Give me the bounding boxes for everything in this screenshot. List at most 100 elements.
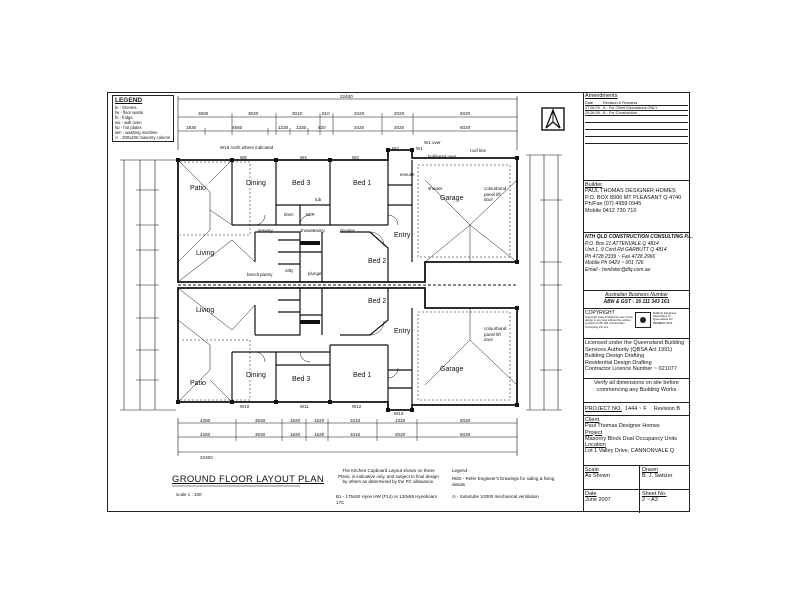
legend-item: ⊙ - 200x200 masonry column: [115, 135, 171, 140]
dimension: 4250: [200, 418, 211, 423]
amend-remark: B - For Construction: [603, 111, 637, 115]
consultant-line: NTH QLD CONSTRUCTION CONSULTING P.L.: [585, 234, 693, 240]
window-tag: W10: [240, 404, 250, 409]
verify-line: Verify all dimensions on site before: [594, 380, 679, 386]
garage-door-note: colourbond panel lift door: [484, 186, 507, 202]
dimension: 810: [322, 111, 330, 116]
room-label-pantry: pantry: [260, 272, 273, 277]
dimension: 3410: [350, 432, 361, 437]
amend-col-date: Date: [585, 101, 594, 105]
builder-line: Mobile 0412 730 710: [585, 207, 637, 214]
dimension: 1520: [314, 432, 325, 437]
room-label-wir: WIR: [306, 212, 315, 217]
license-line: Services Authority (QBSA Act 1991): [585, 346, 673, 353]
consultant-line: Mobile Ph 0429 ~ 001 726: [585, 260, 644, 266]
room-label-bed3: Bed 3: [292, 180, 311, 187]
room-label-living: Living: [196, 307, 215, 314]
legend-item: fw - floor waste: [115, 110, 144, 115]
room-label-shower: shower: [300, 228, 315, 233]
room-label-patio: Patio: [190, 185, 206, 192]
builder-line: P.O. BOX 8906 MT PLEASANT Q 4740: [585, 194, 682, 201]
dimension: 3010: [292, 111, 303, 116]
dimension: 1520: [314, 418, 325, 423]
title-block: [583, 92, 690, 512]
window-tag: W1: [416, 146, 423, 151]
room-label-bed1: Bed 1: [353, 180, 372, 187]
location: Lot 1 Valley Drive, CANNONVALE Q: [585, 448, 675, 454]
license-block: Licensed under the Queensland Building S…: [583, 338, 690, 378]
room-label-linen: linen: [284, 212, 294, 217]
dimension: 6020: [460, 111, 471, 116]
legend-title: LEGEND: [115, 97, 143, 104]
client-name: Paul Thomas Designer Homes: [585, 423, 660, 429]
legend-item: fri - fridge: [115, 115, 133, 120]
license-line: Building Design Drafting: [585, 353, 645, 359]
legend-item: wm - washing machine: [115, 130, 158, 135]
dimension: 1820: [290, 418, 301, 423]
amend-col-remarks: Revision & Remarks: [603, 101, 638, 105]
plan-note: W16 roofs where indicated: [220, 145, 274, 150]
verify-block: Verify all dimensions on site before com…: [583, 378, 690, 402]
member-text: Building Designers Association of Queens…: [653, 311, 677, 325]
room-label-bed1: Bed 1: [353, 372, 372, 379]
room-label-entry: Entry: [394, 232, 411, 239]
amendments-block: Amendments Date Revision & Remarks 17.06…: [583, 92, 690, 180]
abn-block: Australian Business Number ABN & GST - 1…: [583, 290, 690, 308]
window-tag: W12: [352, 404, 362, 409]
plan-title: GROUND FLOOR LAYOUT PLAN: [172, 474, 325, 485]
amend-date: 17.06.09: [585, 106, 600, 110]
license-line: Contractor Licence Number ~ 021077: [585, 366, 677, 372]
dimension: 3420: [354, 125, 365, 130]
project-no-label: PROJECT NO.: [585, 405, 622, 412]
room-label-servery: servery: [258, 228, 273, 233]
project-name: Masonry Block Dual Occupancy Units: [585, 435, 678, 442]
dimension: 4650: [232, 125, 243, 130]
room-label-garage: Garage: [440, 195, 464, 202]
room-label-ensuite: ensuite: [400, 172, 415, 177]
amend-date: 20.06.09: [585, 111, 600, 115]
builder-line: PAUL THOMAS DESIGNER HOMES: [585, 188, 676, 194]
license-line: Licensed under the Queensland Building: [585, 340, 685, 346]
abn-line: Australian Business Number: [604, 292, 669, 298]
dimension: 1230: [278, 125, 289, 130]
dimension: 3420: [354, 111, 365, 116]
verify-line: commencing any Building Works: [596, 386, 677, 393]
dimension: 4250: [200, 432, 211, 437]
kitchen-note: The Kitchen Cupboard Layout shown on the…: [338, 468, 439, 484]
date-value: June 2007: [585, 497, 611, 503]
revision: Revision B: [653, 405, 681, 412]
room-label-entry: Entry: [394, 328, 411, 335]
drawing-info-block: Scale As Shown Drawn B. J. Switzer Date …: [583, 465, 690, 513]
room-label-vanity: vanity: [313, 228, 325, 233]
dimension: 3630: [255, 418, 266, 423]
legend-box: LEGEND br - brooms fw - floor waste fri …: [112, 95, 174, 142]
builder-block: Builder PAUL THOMAS DESIGNER HOMES P.O. …: [583, 180, 690, 232]
abn-line: ABN & GST - 16 111 343 161: [603, 298, 670, 305]
sheet-heading: Sheet No.: [642, 491, 667, 497]
dimension: 2020: [394, 111, 405, 116]
scale-heading: Scale: [585, 467, 599, 473]
copyright-heading: COPYRIGHT: [585, 310, 615, 316]
dimension: 3600: [198, 111, 209, 116]
client-block: Client Paul Thomas Designer Homes Projec…: [583, 415, 690, 465]
garage-door-note: colourbond panel lift door: [484, 326, 507, 342]
project-no: 1444 ~ F: [624, 405, 647, 412]
room-label-shower-ensuite: shower: [428, 186, 443, 191]
dimension: 6020: [460, 418, 471, 423]
overall-dimension-top: 22400: [340, 94, 353, 99]
consultant-block: NTH QLD CONSTRUCTION CONSULTING P.L. P.O…: [583, 232, 693, 290]
window-tag: W11: [300, 404, 309, 409]
consultant-line: P.O. Box 21 ATTENVALE Q 4814: [585, 240, 659, 247]
dimension: 6020: [460, 432, 471, 437]
room-label-dining: Dining: [246, 180, 266, 187]
dimension: 1820: [290, 432, 301, 437]
room-label-bed2: Bed 2: [368, 258, 387, 265]
sheet-value: 2 ~ A3: [642, 497, 658, 503]
legend-item: br - brooms: [115, 105, 137, 110]
dimension: 3410: [350, 418, 361, 423]
project-heading: Project: [585, 429, 603, 436]
consultant-line: Ph 4728 2339 ~ Fax 4728 2966: [585, 253, 656, 260]
drawing-sheet: [107, 92, 690, 512]
room-label-patio: Patio: [190, 380, 206, 387]
legend2-title: Legend -: [452, 468, 470, 473]
